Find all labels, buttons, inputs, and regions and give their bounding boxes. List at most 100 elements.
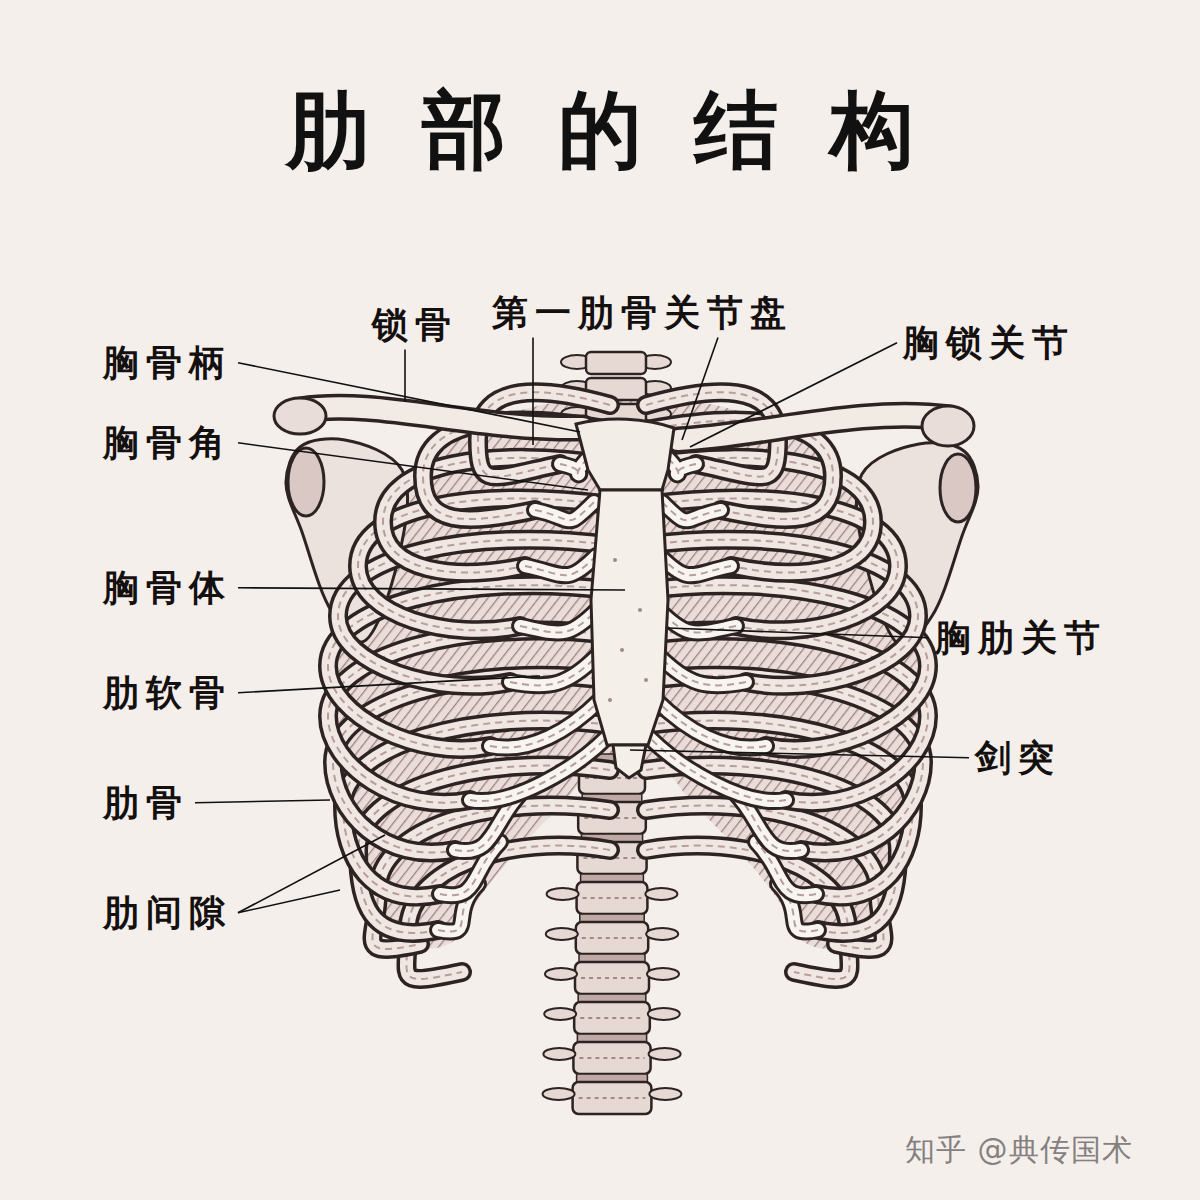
part-label: 第一肋骨关节盘 [492, 293, 793, 333]
costal-cartilage [660, 556, 731, 575]
rib-shading [646, 676, 923, 853]
leader-line [630, 750, 969, 758]
leader-line [668, 628, 929, 638]
transverse-process [543, 1048, 575, 1060]
clavicle [300, 407, 583, 428]
vertebra-shading [579, 1097, 646, 1099]
part-label: 肋软骨 [103, 673, 232, 713]
leader-line [238, 363, 580, 432]
costal-cartilage-shading [662, 502, 721, 520]
costal-cartilage [656, 700, 766, 748]
vertebra [575, 962, 649, 994]
costal-cartilage [510, 655, 598, 685]
leader-line [238, 443, 588, 490]
glenoid-cavity [940, 454, 976, 522]
rib [333, 676, 610, 853]
costal-cartilage [520, 610, 597, 633]
costal-cartilage [658, 655, 746, 685]
vertebra [573, 1042, 650, 1074]
vertebra [574, 1002, 650, 1034]
glenoid-cavity [288, 448, 324, 516]
transverse-process [547, 888, 579, 900]
costal-cartilage-shading [660, 556, 731, 575]
costal-cartilage [656, 700, 766, 748]
bone-texture [644, 678, 648, 682]
costal-cartilage-shading [520, 610, 597, 633]
rib [333, 676, 610, 853]
transverse-process [646, 928, 678, 940]
leader-line [195, 800, 330, 803]
intercostal-muscles [327, 395, 929, 949]
transverse-process [647, 968, 679, 980]
transverse-process [543, 1088, 575, 1100]
part-label: 胸骨体 [103, 568, 232, 608]
part-label: 胸锁关节 [903, 323, 1075, 363]
vertebra-shading [581, 977, 643, 979]
costal-cartilage [662, 502, 721, 520]
vertebra-shading [579, 1057, 644, 1059]
costal-cartilage-shading [658, 655, 746, 685]
costal-cartilage-shading [510, 655, 598, 685]
transverse-process [649, 1088, 681, 1100]
costal-cartilage [658, 655, 746, 685]
leader-line [690, 343, 897, 447]
costal-cartilage [660, 556, 731, 575]
leader-line [238, 588, 625, 590]
part-label: 肋骨 [103, 783, 189, 823]
transverse-process [649, 1048, 681, 1060]
rib-shading [646, 846, 850, 979]
rib [646, 846, 850, 979]
costal-cartilage [535, 502, 594, 520]
leader-line [682, 338, 718, 440]
vertebra-shading [583, 897, 642, 899]
rib [646, 676, 923, 853]
leader-line [404, 350, 406, 402]
transverse-process [645, 888, 677, 900]
costal-cartilage-shading [525, 556, 596, 575]
costal-cartilage [525, 556, 596, 575]
leader-line [532, 338, 534, 445]
costal-cartilage [510, 655, 598, 685]
costal-cartilage [490, 700, 600, 748]
sternum-body [591, 490, 668, 745]
rib-shading [333, 676, 610, 853]
vertebra [576, 922, 648, 954]
bone-texture [620, 648, 624, 652]
part-label: 剑突 [975, 738, 1061, 778]
acromion [922, 406, 974, 446]
transverse-process [546, 928, 578, 940]
watermark: 知乎 @典传国术 [905, 1133, 1133, 1166]
rib [406, 846, 610, 979]
rib [646, 846, 850, 979]
costal-cartilage-shading [656, 700, 766, 748]
part-label: 胸骨柄 [103, 343, 232, 383]
costal-cartilage [535, 502, 594, 520]
costal-cartilage [525, 556, 596, 575]
costal-cartilage [662, 502, 721, 520]
part-label: 肋间隙 [103, 893, 232, 933]
bone-texture [608, 698, 612, 702]
manubrium [576, 419, 674, 490]
clavicle [678, 415, 950, 440]
acromion [274, 398, 326, 434]
sternal-angle-line [598, 489, 664, 491]
costal-cartilage-shading [535, 502, 594, 520]
costal-cartilage [490, 700, 600, 748]
transverse-process [545, 968, 577, 980]
vertebra [577, 882, 648, 914]
vertebra-shading [582, 937, 642, 939]
page-title: 肋部的结构 [0, 74, 1200, 188]
costal-cartilage-shading [490, 700, 600, 748]
rib [406, 846, 610, 979]
rib [646, 676, 923, 853]
clavicle [678, 415, 950, 440]
part-label: 锁骨 [372, 305, 458, 345]
leader-line [238, 890, 340, 913]
bone-texture [613, 558, 617, 562]
part-label: 胸骨角 [103, 423, 232, 463]
transverse-process [648, 1008, 680, 1020]
costal-cartilage [520, 610, 597, 633]
clavicle [300, 407, 583, 428]
transverse-process [544, 1008, 576, 1020]
